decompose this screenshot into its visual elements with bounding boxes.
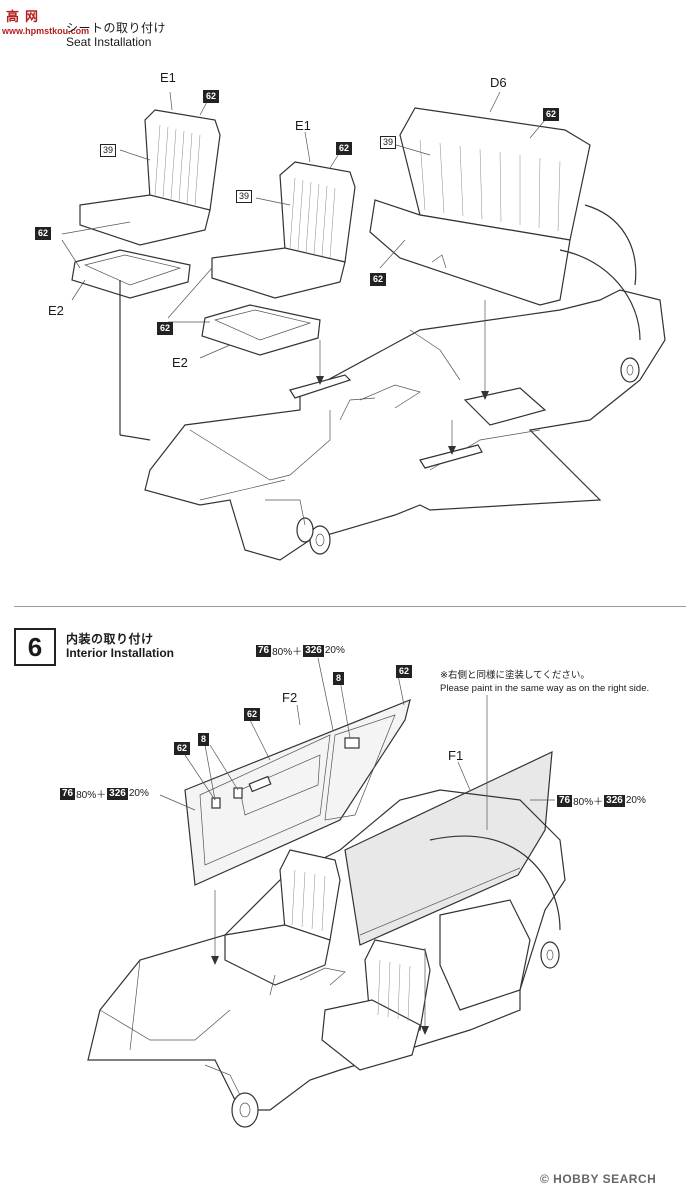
- tag-62-d: 62: [157, 322, 174, 335]
- watermark-logo: 高网: [6, 9, 39, 24]
- step-5-title-jp: シートの取り付け: [66, 21, 167, 35]
- guide-lines-step6: [159, 657, 555, 1035]
- bench-seat-d6: [369, 107, 591, 306]
- guide-lines-step5: [61, 91, 546, 455]
- watermark-url: www.hpmstkou.com: [2, 26, 90, 36]
- tag-62-h: 62: [244, 708, 261, 721]
- tag-62-i: 62: [174, 742, 191, 755]
- label-e1-left: E1: [160, 70, 176, 85]
- tag-62-g: 62: [396, 665, 413, 678]
- label-e2-mid: E2: [172, 355, 188, 370]
- paint-note-jp: ※右側と同様に塗装してください。: [440, 670, 590, 681]
- step-5-diagram: [61, 91, 666, 561]
- tag-39-c: 39: [380, 136, 397, 149]
- label-f1: F1: [448, 748, 464, 763]
- label-d6: D6: [490, 75, 507, 90]
- seat-e1-left: [71, 109, 221, 299]
- tag-62-f: 62: [370, 273, 387, 286]
- tag-62-b: 62: [35, 227, 52, 240]
- step-5-title-en: Seat Installation: [66, 35, 152, 49]
- tag-62-c: 62: [336, 142, 353, 155]
- paint-note-en: Please paint in the same way as on the r…: [440, 683, 650, 694]
- seat-e1-mid: [201, 161, 356, 356]
- tag-62-a: 62: [203, 90, 220, 103]
- step-6-title-jp: 内装の取り付け: [66, 632, 154, 646]
- tag-8-a: 8: [333, 672, 345, 685]
- step-6-number-box: 6: [14, 628, 56, 666]
- step-6-title-en: Interior Installation: [66, 646, 175, 660]
- label-e1-mid: E1: [295, 118, 311, 133]
- label-f2: F2: [282, 690, 298, 705]
- tag-8-b: 8: [198, 733, 210, 746]
- tag-62-e: 62: [543, 108, 560, 121]
- chassis-step6: [87, 789, 566, 1128]
- side-panel-f1: [344, 751, 553, 946]
- chassis-step5: [119, 204, 666, 561]
- section-divider: [14, 606, 686, 607]
- door-panel-f2: [184, 699, 411, 886]
- footer-brand: © HOBBY SEARCH: [540, 1172, 657, 1186]
- tag-39-a: 39: [100, 144, 117, 157]
- label-e2-left: E2: [48, 303, 64, 318]
- tag-39-b: 39: [236, 190, 253, 203]
